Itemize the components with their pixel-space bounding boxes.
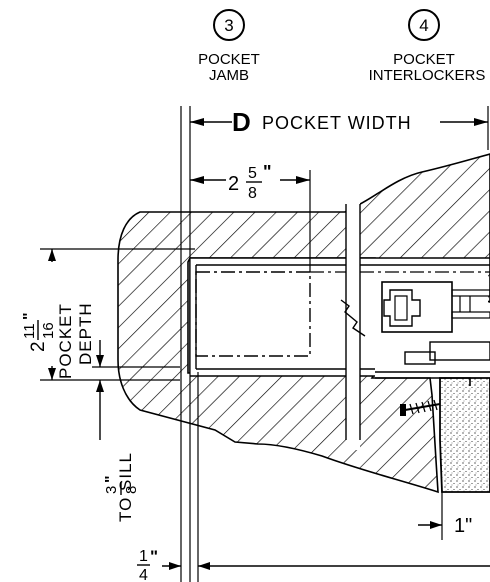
interlocker-profile bbox=[375, 281, 490, 386]
dim-label-pocket: POCKET bbox=[56, 303, 75, 379]
dim-label: TO SILL bbox=[116, 452, 135, 522]
dim-whole: 2 bbox=[228, 173, 239, 195]
dim-denominator: 8 bbox=[248, 185, 257, 202]
dim-inch-mark: " bbox=[21, 312, 38, 320]
dim-whole: 2 bbox=[28, 341, 49, 352]
dim-denominator: 8 bbox=[123, 486, 140, 494]
dim-quarter-inch: 1 4 " bbox=[137, 547, 490, 582]
callout-number: 3 bbox=[224, 16, 233, 35]
callout-number: 4 bbox=[419, 16, 428, 35]
dim-label: POCKET WIDTH bbox=[262, 113, 412, 133]
break-band bbox=[346, 200, 360, 450]
callout-bubble bbox=[408, 9, 440, 41]
dim-denominator: 4 bbox=[139, 567, 148, 582]
break-symbol bbox=[340, 299, 366, 337]
dim-label-depth: DEPTH bbox=[76, 302, 95, 365]
dim-denominator: 16 bbox=[40, 322, 57, 339]
callout-line1: POCKET bbox=[393, 51, 455, 68]
dim-inch-mark: " bbox=[263, 162, 272, 182]
dim-value: 1" bbox=[454, 515, 472, 537]
screw bbox=[400, 399, 441, 416]
callout-line2: JAMB bbox=[209, 67, 249, 84]
dim-pocket-width: D POCKET WIDTH bbox=[190, 107, 488, 137]
dim-inch-mark: " bbox=[103, 475, 120, 483]
dim-numerator: 5 bbox=[248, 165, 257, 182]
callout-bubble bbox=[213, 9, 245, 41]
callout-pocket-jamb: 3 POCKET JAMB bbox=[198, 9, 260, 84]
sill-concrete bbox=[439, 377, 490, 493]
dim-to-sill: 3 8 " TO SILL bbox=[96, 340, 140, 522]
dim-inch-mark: " bbox=[150, 547, 158, 566]
dim-letter: D bbox=[232, 107, 251, 137]
dim-one-inch: 1" bbox=[418, 515, 472, 537]
callout-pocket-interlockers: 4 POCKET INTERLOCKERS bbox=[369, 9, 486, 84]
dim-jamb-width: 2 5 8 " bbox=[190, 162, 310, 202]
dim-numerator: 1 bbox=[139, 548, 148, 565]
callout-line1: POCKET bbox=[198, 51, 260, 68]
dim-numerator: 3 bbox=[103, 486, 120, 494]
door-panel-outline bbox=[195, 271, 311, 357]
dim-pocket-depth: 2 11 16 " POCKET DEPTH bbox=[21, 249, 95, 380]
callout-line2: INTERLOCKERS bbox=[369, 67, 486, 84]
dim-numerator: 11 bbox=[21, 323, 38, 339]
